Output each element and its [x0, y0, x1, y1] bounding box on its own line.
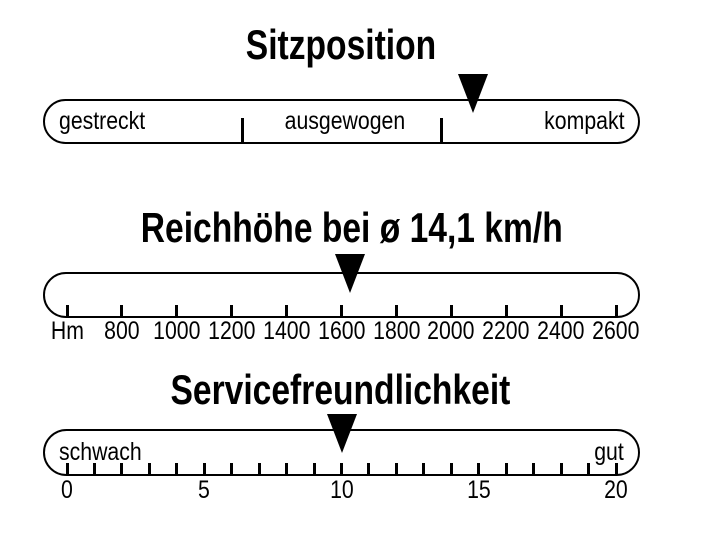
tick-label: 2600: [571, 319, 661, 344]
axis-tick: [340, 463, 343, 474]
axis-tick: [175, 463, 179, 474]
gauge-title-sitzposition: Sitzposition: [0, 24, 682, 66]
tick-label: 1200: [187, 319, 277, 344]
tick-label: 1000: [132, 319, 222, 344]
tick-label: 1400: [242, 319, 332, 344]
tick-label-text: 800: [104, 317, 140, 345]
tick-label-text: 1000: [153, 317, 201, 345]
axis-tick: [394, 463, 398, 474]
zone-label-gestreckt: gestreckt: [59, 107, 146, 135]
tick-label: 2000: [406, 319, 496, 344]
axis-tick: [449, 305, 453, 316]
gauge-title-text: Reichhöhe bei ø 14,1 km/h: [140, 204, 563, 251]
axis-tick: [65, 305, 69, 316]
axis-tick: [312, 463, 316, 474]
tick-label-text: 1600: [317, 317, 366, 345]
axis-tick: [614, 305, 618, 316]
gauge-title-text: Sitzposition: [245, 21, 437, 68]
endpoint-labels: schwach gut: [45, 431, 638, 474]
tick-label-text: 5: [198, 476, 211, 504]
tick-label: 5: [159, 478, 249, 503]
axis-tick: [477, 463, 481, 474]
tick-label-text: 2600: [592, 317, 640, 345]
axis-tick: [285, 463, 289, 474]
endpoint-label-gut: gut: [594, 438, 624, 466]
axis-tick: [257, 463, 261, 474]
tick-label: 2400: [516, 319, 606, 344]
axis-tick: [120, 463, 124, 474]
axis-tick: [147, 463, 151, 474]
axis-tick: [202, 463, 206, 474]
tick-label-text: 2400: [537, 317, 585, 345]
axis-tick: [367, 463, 371, 474]
tick-label-text: 1800: [372, 317, 421, 345]
tick-label-text: 15: [466, 476, 491, 504]
tick-label-text: 1400: [262, 317, 311, 345]
marker-triangle-icon: [457, 74, 488, 113]
tick-label-text: 2000: [427, 317, 475, 345]
axis-tick: [230, 305, 234, 316]
axis-tick: [587, 463, 591, 474]
tick-label: 10: [297, 478, 387, 503]
axis-tick: [559, 463, 563, 474]
tick-label: 1600: [297, 319, 387, 344]
marker-triangle-icon: [334, 254, 365, 293]
axis-tick: [504, 463, 508, 474]
axis-tick: [504, 305, 508, 316]
axis-tick: [340, 305, 343, 316]
axis-tick: [614, 463, 618, 474]
axis-tick: [285, 305, 289, 316]
zone-labels: gestreckt ausgewogen kompakt: [45, 101, 638, 142]
tick-label: 800: [77, 319, 167, 344]
axis-tick: [120, 305, 124, 316]
tick-label: 20: [571, 478, 661, 503]
zone-divider: [439, 118, 443, 142]
gauge-track-sitzposition: gestreckt ausgewogen kompakt: [43, 99, 640, 144]
axis-tick: [92, 463, 96, 474]
axis-tick: [449, 463, 453, 474]
tick-label: Hm: [22, 319, 112, 344]
axis-tick: [230, 463, 234, 474]
axis-tick: [532, 463, 536, 474]
axis-tick: [422, 463, 426, 474]
gauge-title-text: Servicefreundlichkeit: [170, 366, 510, 413]
axis-tick: [175, 305, 179, 316]
tick-label: 15: [434, 478, 524, 503]
zone-label-kompakt: kompakt: [543, 107, 624, 135]
axis-tick: [394, 305, 398, 316]
tick-label-text: Hm: [50, 317, 84, 345]
tick-label-text: 2200: [482, 317, 530, 345]
tick-label: 0: [22, 478, 112, 503]
endpoint-label-schwach: schwach: [59, 438, 142, 466]
axis-tick: [65, 463, 69, 474]
zone-label-ausgewogen: ausgewogen: [284, 107, 406, 135]
tick-label-text: 20: [604, 476, 628, 504]
tick-label-text: 10: [329, 476, 354, 504]
axis-tick: [559, 305, 563, 316]
tick-label-text: 1200: [208, 317, 256, 345]
marker-triangle-icon: [326, 414, 357, 453]
tick-label: 1800: [351, 319, 441, 344]
tick-label-text: 0: [61, 476, 73, 504]
gauge-title-reichhoehe: Reichhöhe bei ø 14,1 km/h: [0, 207, 704, 249]
tick-label: 2200: [461, 319, 551, 344]
zone-divider: [240, 118, 244, 142]
gauge-title-servicefreundlichkeit: Servicefreundlichkeit: [0, 369, 680, 411]
